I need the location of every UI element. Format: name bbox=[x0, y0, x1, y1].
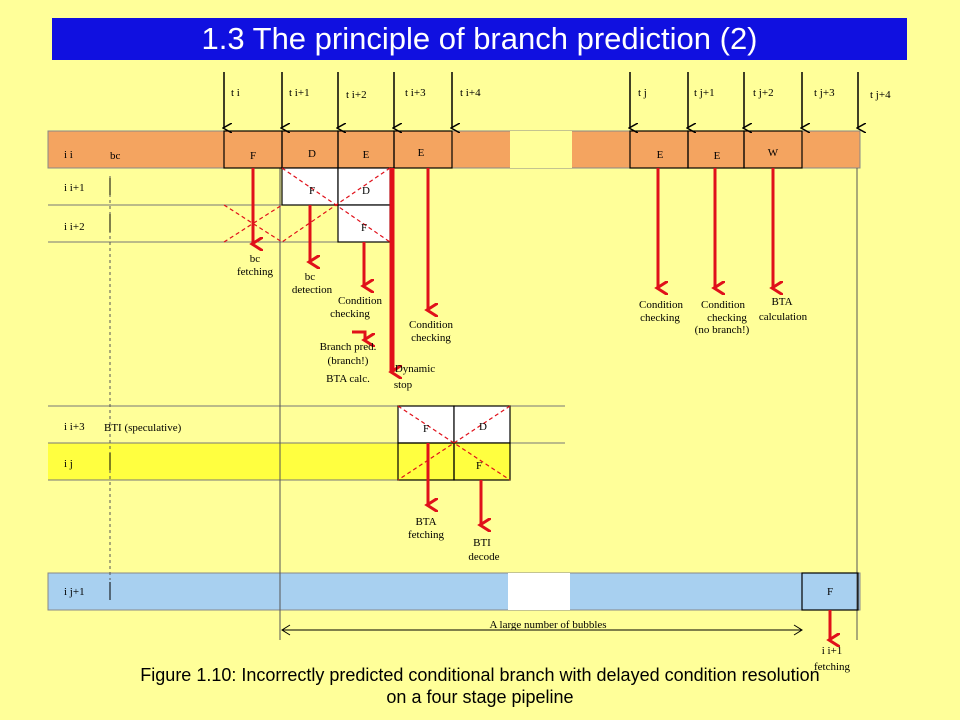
annotations: bc fetching bc detection Condition check… bbox=[237, 253, 851, 673]
bta-calc-1: BTA bbox=[771, 296, 792, 308]
row-label-ii: i i bbox=[64, 149, 73, 161]
bta-fetching-2: fetching bbox=[408, 529, 445, 541]
stage-ii-E3: E bbox=[657, 149, 664, 161]
cond-check1-2: checking bbox=[330, 308, 370, 320]
figure-caption: Figure 1.10: Incorrectly predicted condi… bbox=[20, 664, 940, 708]
caption-line-1: Figure 1.10: Incorrectly predicted condi… bbox=[140, 665, 820, 685]
bta-fetching-1: BTA bbox=[415, 516, 436, 528]
cond-check4-3: (no branch!) bbox=[695, 324, 750, 336]
bc-detection-2: detection bbox=[292, 284, 333, 296]
stage-ii-W: W bbox=[768, 147, 779, 159]
ii1-fetching-2: fetching bbox=[814, 661, 851, 673]
stage-box-ii3-F bbox=[397, 405, 455, 444]
bti-decode-2: decode bbox=[468, 551, 499, 563]
band-gap-bottom bbox=[508, 573, 570, 610]
row-label-ii1: i i+1 bbox=[64, 182, 85, 194]
stage-ii3-D: D bbox=[479, 421, 487, 433]
band-gap-top bbox=[510, 131, 572, 168]
row-labels: i i bc i i+1 i i+2 i i+3 BTI (speculativ… bbox=[64, 149, 182, 598]
t-i1: t i+1 bbox=[289, 87, 310, 99]
stage-ii3-F: F bbox=[423, 423, 429, 435]
stage-ii-E4: E bbox=[714, 150, 721, 162]
stage-ij-F: F bbox=[476, 460, 482, 472]
bubbles-bracket bbox=[281, 624, 803, 636]
cond-check3-2: checking bbox=[640, 312, 680, 324]
stage-ii1-D: D bbox=[362, 185, 370, 197]
bta-calc-2: calculation bbox=[759, 311, 808, 323]
stage-ii-E1: E bbox=[363, 149, 370, 161]
stage-ii-D: D bbox=[308, 148, 316, 160]
timeline-labels: t i t i+1 t i+2 t i+3 t i+4 t j t j+1 t … bbox=[231, 87, 891, 101]
t-i3: t i+3 bbox=[405, 87, 426, 99]
stage-ii1-F: F bbox=[309, 185, 315, 197]
bc-detection-1: bc bbox=[305, 271, 316, 283]
t-j4: t j+4 bbox=[870, 89, 891, 101]
row-label-ij1: i j+1 bbox=[64, 586, 85, 598]
t-j3: t j+3 bbox=[814, 87, 835, 99]
bti-decode-1: BTI bbox=[473, 537, 491, 549]
cond-check1-1: Condition bbox=[338, 295, 383, 307]
row-op-bc: bc bbox=[110, 150, 121, 162]
stage-box-ij-empty bbox=[397, 442, 455, 481]
t-j2: t j+2 bbox=[753, 87, 774, 99]
dynamic-stop-2: stop bbox=[394, 379, 413, 391]
cond-check4-1: Condition bbox=[701, 299, 746, 311]
cond-check4-2: checking bbox=[707, 312, 747, 324]
time-arrows bbox=[224, 72, 858, 128]
row-band-ii bbox=[47, 130, 861, 169]
stage-ii-F: F bbox=[250, 150, 256, 162]
row-op-bti: BTI (speculative) bbox=[104, 422, 182, 434]
t-i4: t i+4 bbox=[460, 87, 481, 99]
ii1-fetching-1: i i+1 bbox=[822, 645, 843, 657]
dynamic-stop-1: Dynamic bbox=[395, 363, 435, 375]
row-band-ij1 bbox=[47, 572, 861, 611]
row-band-ij bbox=[48, 443, 510, 480]
bubbles-label: A large number of bubbles bbox=[489, 619, 606, 631]
branch-pred-3: BTA calc. bbox=[326, 373, 370, 385]
stage-ii2-F: F bbox=[361, 222, 367, 234]
branch-pred-2: (branch!) bbox=[328, 355, 369, 367]
cond-check3-1: Condition bbox=[639, 299, 684, 311]
t-j: t j bbox=[638, 87, 647, 99]
row-label-ii2: i i+2 bbox=[64, 221, 85, 233]
stage-ij1-F: F bbox=[827, 586, 833, 598]
t-j1: t j+1 bbox=[694, 87, 715, 99]
vertical-guides bbox=[109, 168, 858, 640]
branch-pred-1: Branch pred. bbox=[320, 341, 377, 353]
event-arrows bbox=[253, 168, 830, 640]
stage-ii-E2: E bbox=[418, 147, 425, 159]
t-i2: t i+2 bbox=[346, 89, 367, 101]
bc-fetching-1: bc bbox=[250, 253, 261, 265]
cancel-cross-top bbox=[223, 167, 391, 243]
cond-check2-2: checking bbox=[411, 332, 451, 344]
bc-fetching-2: fetching bbox=[237, 266, 274, 278]
cancel-cross-bottom bbox=[397, 405, 511, 481]
stage-labels: F D E E E E W F D F F D F F bbox=[250, 147, 833, 598]
row-label-ij: i j bbox=[64, 458, 73, 470]
t-i: t i bbox=[231, 87, 240, 99]
caption-line-2: on a four stage pipeline bbox=[386, 687, 574, 707]
slide-title: 1.3 The principle of branch prediction (… bbox=[52, 18, 907, 60]
cond-check2-1: Condition bbox=[409, 319, 454, 331]
row-label-ii3: i i+3 bbox=[64, 421, 85, 433]
